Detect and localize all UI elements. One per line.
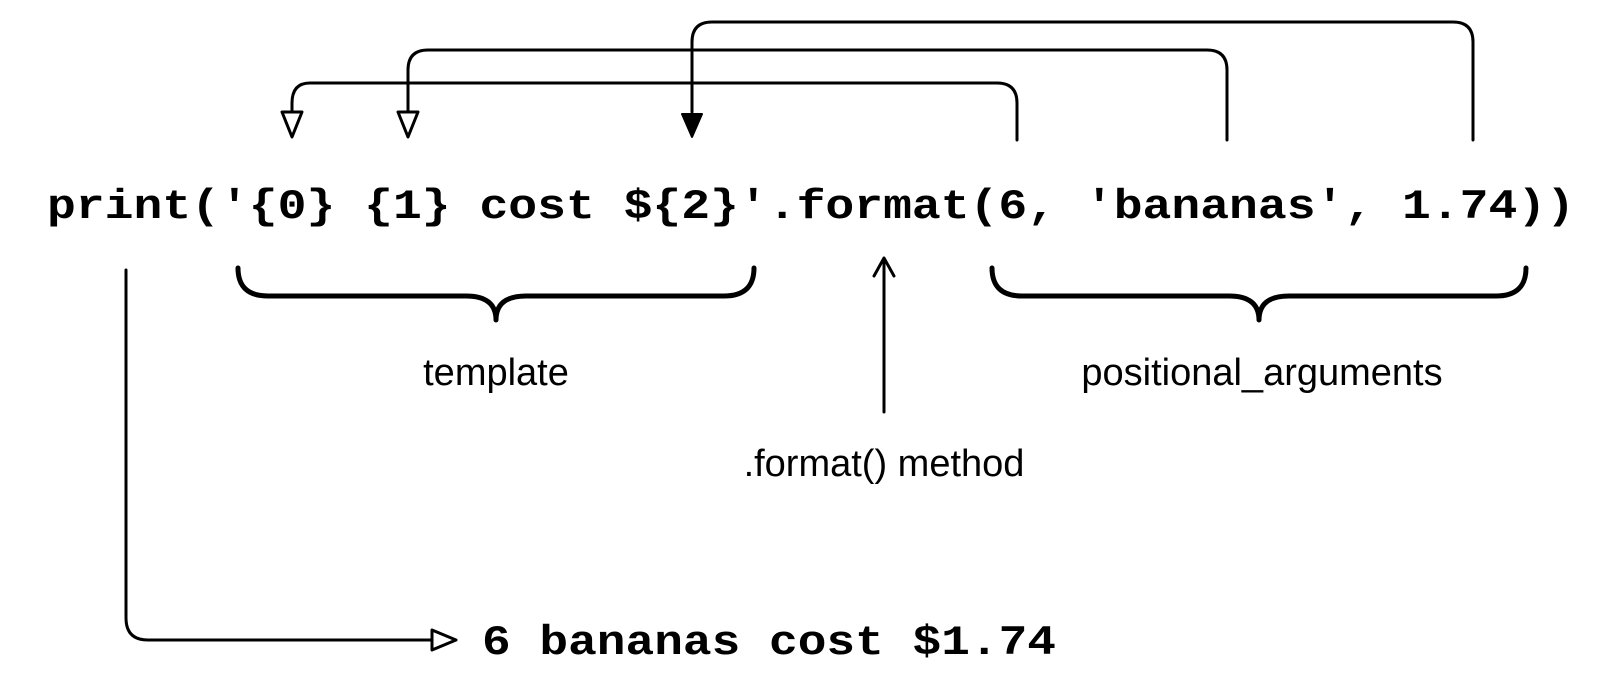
positional-arguments-brace [989, 265, 1529, 323]
positional-arguments-label: positional_arguments [1081, 352, 1442, 394]
print-output-connector [124, 268, 450, 642]
arrowhead-placeholder-2 [681, 113, 703, 138]
print-output-arrowhead [430, 628, 458, 652]
connector-arg-0-to-placeholder-0 [290, 81, 1019, 142]
connector-arg-2-to-placeholder-2 [690, 20, 1475, 142]
template-label: template [423, 352, 569, 394]
format-method-label: .format() method [744, 443, 1025, 485]
connector-arg-1-to-placeholder-1 [406, 48, 1229, 142]
format-method-arrowhead [872, 256, 896, 278]
arrowhead-placeholder-1 [396, 110, 420, 139]
code-statement: print('{0} {1} cost ${2}'.format(6, 'ban… [47, 183, 1575, 231]
arrowhead-placeholder-0 [280, 110, 304, 139]
output-result: 6 bananas cost $1.74 [482, 619, 1056, 667]
template-brace [235, 265, 757, 323]
